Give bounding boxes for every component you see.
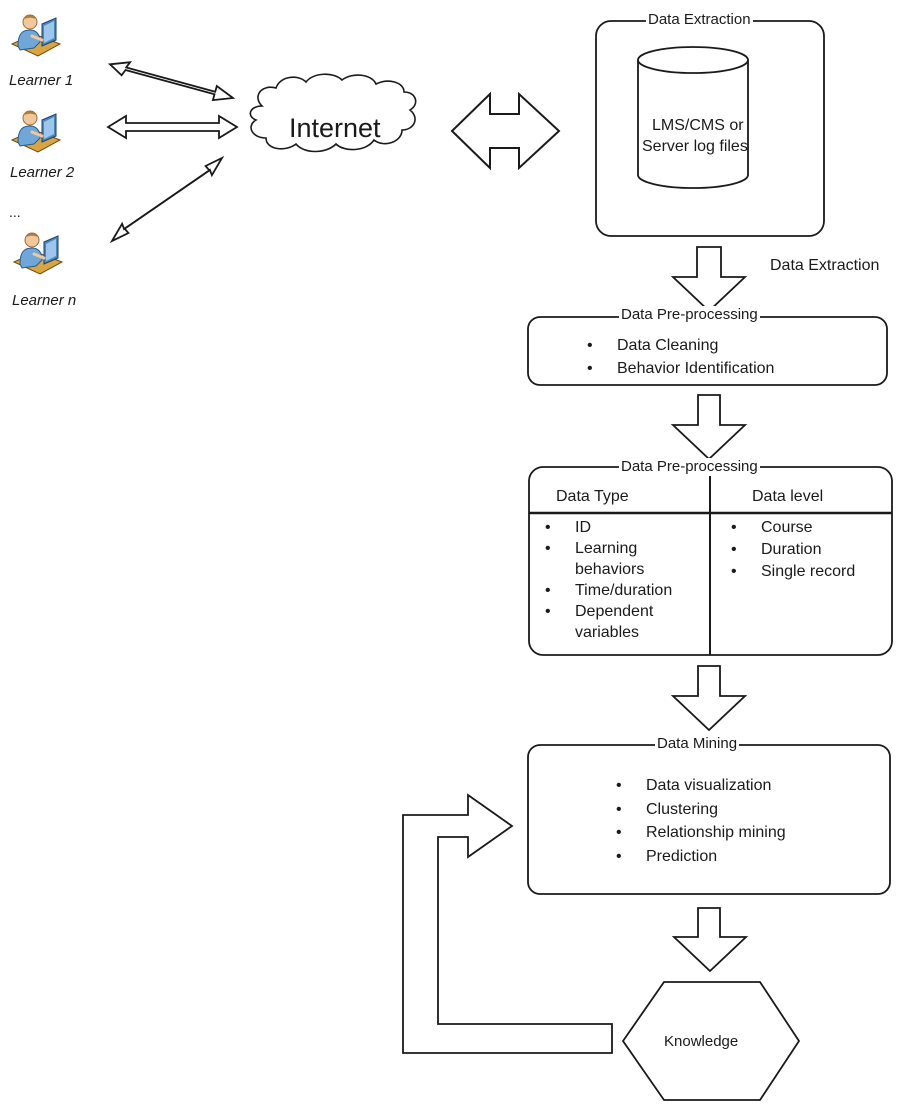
internet-cloud-icon (249, 73, 417, 153)
data-level-list: Course Duration Single record (727, 517, 855, 583)
list-item: Behavior Identification (583, 357, 774, 380)
list-item-text-cont: behaviors (575, 561, 645, 578)
list-item-text: Time/duration (575, 582, 673, 599)
list-item-text: Dependent (575, 603, 654, 620)
list-item-text: ID (575, 519, 591, 536)
data-mining-title: Data Mining (655, 735, 740, 752)
list-item-text-cont: variables (575, 624, 640, 641)
learner-2-label: Learner 2 (10, 164, 75, 181)
list-item: Data visualization (612, 774, 786, 798)
preprocessing-1-list: Data Cleaning Behavior Identification (583, 334, 774, 380)
learner-ellipsis: ... (9, 204, 21, 220)
preprocessing-1-title: Data Pre-processing (619, 306, 760, 323)
learner-1-label: Learner 1 (9, 72, 74, 89)
data-extraction-arrow-label: Data Extraction (770, 257, 880, 274)
preprocessing-1-down-arrow (670, 394, 748, 461)
extraction-down-arrow (670, 246, 748, 313)
data-type-list: ID Learning behaviors Time/duration Depen… (541, 517, 706, 643)
internet-label: Internet (289, 113, 381, 143)
learner-2-link-arrow (106, 114, 239, 140)
list-item-text: Learning (575, 540, 638, 557)
learner-1-icon (10, 13, 62, 58)
storage-label-line-2: Server log files (642, 138, 748, 155)
learner-n-icon (12, 231, 64, 276)
internet-extraction-arrow (450, 91, 561, 171)
data-type-heading: Data Type (556, 488, 629, 505)
list-item: Course (727, 517, 855, 539)
knowledge-label: Knowledge (664, 1033, 739, 1050)
list-item: Relationship mining (612, 821, 786, 845)
data-extraction-title: Data Extraction (646, 11, 753, 28)
list-item: Prediction (612, 845, 786, 869)
list-item: Data Cleaning (583, 334, 774, 357)
list-item: ID (541, 517, 706, 538)
learner-n-link-arrow (109, 155, 225, 244)
feedback-loop-arrow (402, 793, 613, 1054)
knowledge-hexagon (621, 981, 801, 1101)
data-mining-list: Data visualization Clustering Relationsh… (612, 774, 786, 868)
learner-1-link-arrow (107, 61, 236, 102)
data-level-heading: Data level (752, 488, 824, 505)
learner-2-icon (10, 109, 62, 154)
preprocessing-2-title: Data Pre-processing (619, 458, 760, 475)
preprocessing-2-down-arrow (670, 665, 748, 732)
list-item: Dependent variables (541, 601, 706, 643)
list-item: Time/duration (541, 580, 706, 601)
list-item: Clustering (612, 798, 786, 822)
learner-n-label: Learner n (12, 292, 77, 309)
storage-database-icon (637, 46, 749, 189)
storage-label-line-1: LMS/CMS or (652, 117, 744, 134)
data-mining-down-arrow (671, 907, 749, 973)
list-item: Single record (727, 561, 855, 583)
list-item: Learning behaviors (541, 538, 706, 580)
list-item: Duration (727, 539, 855, 561)
